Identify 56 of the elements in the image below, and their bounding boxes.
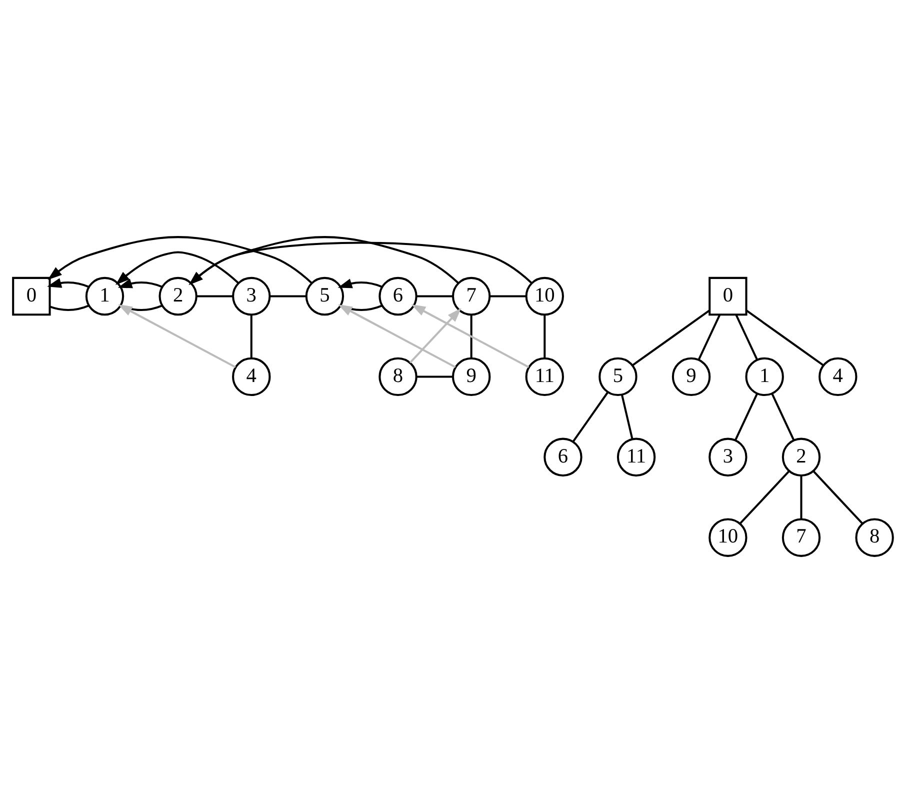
- arrow: [188, 242, 532, 285]
- arrow: [116, 251, 239, 285]
- node-circle: 6: [378, 276, 418, 316]
- node-circle: 7: [782, 518, 821, 557]
- node-circle: 9: [452, 357, 491, 396]
- node-circle: 2: [158, 276, 198, 316]
- connector: [416, 295, 453, 298]
- connector: [50, 304, 90, 311]
- arrow: [118, 304, 236, 368]
- node-circle: 7: [452, 276, 491, 316]
- node-box: 0: [12, 276, 51, 316]
- connector: [250, 314, 252, 358]
- arrow: [47, 278, 90, 288]
- node-circle: 1: [745, 357, 784, 396]
- connector: [196, 295, 233, 298]
- node-circle: 11: [616, 438, 656, 476]
- node-circle: 10: [525, 276, 564, 316]
- node-circle: 2: [782, 438, 821, 476]
- node-circle: 6: [544, 438, 582, 476]
- connector: [800, 476, 802, 520]
- connector: [735, 314, 758, 360]
- node-circle: 1: [85, 276, 124, 316]
- node-circle: 3: [708, 438, 748, 476]
- connector: [746, 310, 824, 366]
- connector: [572, 392, 609, 442]
- connector: [470, 314, 472, 358]
- connector: [771, 393, 795, 441]
- node-circle: 10: [708, 518, 748, 557]
- node-circle: 11: [525, 357, 564, 396]
- node-circle: 3: [232, 276, 271, 316]
- node-circle: 5: [305, 276, 344, 316]
- connector: [739, 470, 790, 524]
- arrow: [188, 236, 459, 285]
- connector: [490, 295, 526, 298]
- connector: [270, 295, 306, 298]
- connector: [698, 314, 721, 360]
- arrow: [338, 304, 456, 368]
- node-circle: 5: [598, 357, 638, 396]
- node-box: 0: [708, 276, 748, 316]
- connector: [734, 393, 758, 441]
- connector: [620, 394, 634, 440]
- node-circle: 9: [672, 357, 711, 396]
- node-circle: 8: [378, 357, 418, 396]
- node-circle: 8: [855, 518, 894, 557]
- connector: [416, 376, 453, 378]
- node-circle: 4: [818, 357, 858, 396]
- connector: [544, 314, 546, 358]
- connector: [812, 470, 864, 524]
- arrow: [48, 236, 312, 284]
- arrow: [118, 278, 162, 288]
- connector: [120, 304, 162, 311]
- node-circle: 4: [232, 357, 271, 396]
- arrow: [409, 308, 462, 364]
- arrow: [411, 304, 530, 368]
- arrow: [338, 278, 382, 288]
- connector: [632, 310, 710, 366]
